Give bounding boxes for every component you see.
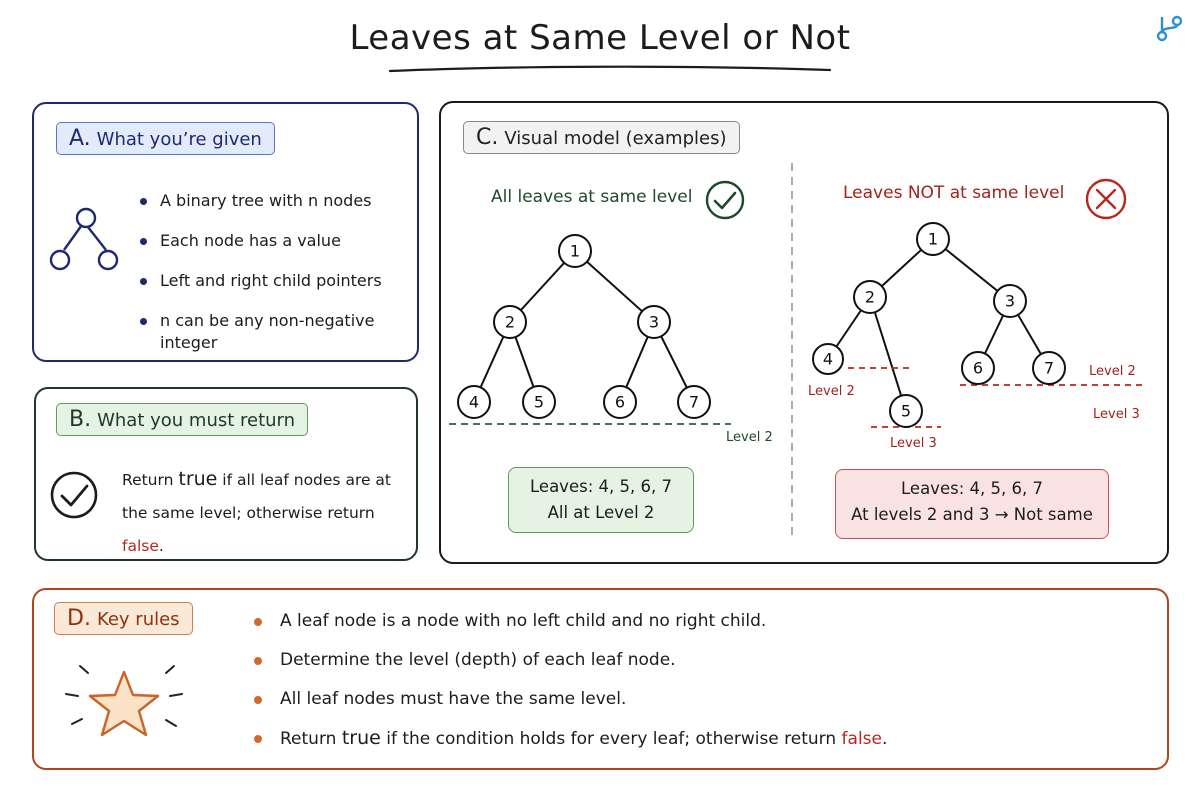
key-rules-list: A leaf node is a node with no left child… bbox=[254, 610, 887, 766]
tree-node: 1 bbox=[916, 222, 950, 256]
panel-d-heading-text: Key rules bbox=[96, 609, 180, 630]
panel-a-heading: A.What you’re given bbox=[56, 122, 275, 155]
svg-text:7: 7 bbox=[689, 393, 699, 412]
return-text-middle: if all leaf nodes are at the same level;… bbox=[122, 471, 392, 522]
panel-d-heading: D.Key rules bbox=[54, 602, 193, 635]
keyword-true: true bbox=[178, 468, 218, 490]
return-text-before: Return bbox=[122, 471, 179, 489]
left-summary-line2: All at Level 2 bbox=[547, 503, 655, 522]
panel-what-you-must-return: B.What you must return Return true if al… bbox=[34, 387, 418, 561]
tree-node: 3 bbox=[993, 284, 1027, 318]
svg-text:3: 3 bbox=[649, 313, 659, 332]
tree-node: 4 bbox=[457, 385, 491, 419]
tree-examples-diagram: 1 2 3 4 5 6 7 Level 2 1 2 3 4 5 6 7 bbox=[449, 222, 1144, 451]
key-rule-item: All leaf nodes must have the same level. bbox=[254, 688, 887, 727]
cross-circle-icon bbox=[1085, 178, 1127, 220]
given-item: n can be any non-negative integer bbox=[140, 310, 417, 352]
key-rule-item: Return true if the condition holds for e… bbox=[254, 727, 887, 766]
svg-text:3: 3 bbox=[1005, 292, 1015, 311]
return-text-after: . bbox=[158, 537, 164, 555]
key-rule-item: Determine the level (depth) of each leaf… bbox=[254, 649, 887, 688]
rule4-text-after: . bbox=[882, 729, 888, 749]
svg-text:2: 2 bbox=[505, 313, 515, 332]
panel-a-letter: A. bbox=[69, 126, 91, 151]
panel-d-letter: D. bbox=[67, 606, 91, 631]
tree-node: 5 bbox=[889, 394, 923, 428]
svg-text:5: 5 bbox=[901, 402, 911, 421]
right-summary-line1: Leaves: 4, 5, 6, 7 bbox=[901, 479, 1043, 498]
panel-what-youre-given: A.What you’re given A binary tree with n… bbox=[32, 102, 419, 362]
panel-b-letter: B. bbox=[69, 407, 92, 432]
branch-logo-icon bbox=[1156, 15, 1183, 42]
rule4-text-middle: if the condition holds for every leaf; o… bbox=[380, 729, 842, 749]
svg-text:4: 4 bbox=[823, 350, 833, 369]
left-summary-box: Leaves: 4, 5, 6, 7 All at Level 2 bbox=[508, 467, 694, 533]
svg-text:7: 7 bbox=[1044, 359, 1054, 378]
panel-visual-model: 1 2 3 4 5 6 7 Level 2 1 2 3 4 5 6 7 bbox=[439, 101, 1169, 564]
right-level3-label-right: Level 3 bbox=[1093, 407, 1140, 422]
given-item: A binary tree with n nodes bbox=[140, 190, 417, 230]
examples-divider bbox=[791, 163, 793, 537]
right-tree-nodes: 1 2 3 4 5 6 7 bbox=[812, 222, 1066, 428]
keyword-false: false bbox=[841, 729, 882, 749]
panel-c-heading: C.Visual model (examples) bbox=[463, 121, 740, 154]
svg-text:4: 4 bbox=[469, 393, 479, 412]
tree-node: 3 bbox=[637, 305, 671, 339]
left-example-heading: All leaves at same level bbox=[491, 187, 693, 207]
panel-b-heading-text: What you must return bbox=[97, 410, 296, 431]
left-summary-line1: Leaves: 4, 5, 6, 7 bbox=[530, 477, 672, 496]
sparkle-star-icon bbox=[65, 665, 183, 737]
title-underline bbox=[388, 65, 832, 73]
tree-node: 7 bbox=[677, 385, 711, 419]
check-circle-icon bbox=[705, 180, 745, 220]
right-summary-line2: At levels 2 and 3 → Not same bbox=[851, 505, 1093, 524]
tree-node: 7 bbox=[1032, 351, 1066, 385]
svg-text:1: 1 bbox=[928, 230, 938, 249]
key-rule-item: A leaf node is a node with no left child… bbox=[254, 610, 887, 649]
tree-node: 1 bbox=[558, 234, 592, 268]
given-item: Each node has a value bbox=[140, 230, 417, 270]
tree-node: 2 bbox=[493, 305, 527, 339]
right-level3-label-left: Level 3 bbox=[890, 436, 937, 451]
given-item: Left and right child pointers bbox=[140, 270, 417, 310]
right-summary-box: Leaves: 4, 5, 6, 7 At levels 2 and 3 → N… bbox=[835, 469, 1109, 539]
panel-c-heading-text: Visual model (examples) bbox=[504, 128, 727, 149]
page-title: Leaves at Same Level or Not bbox=[349, 18, 851, 58]
tree-node: 6 bbox=[603, 385, 637, 419]
svg-text:6: 6 bbox=[973, 359, 983, 378]
keyword-false: false bbox=[122, 537, 159, 555]
binary-tree-icon bbox=[49, 207, 119, 271]
left-tree-nodes: 1 2 3 4 5 6 7 bbox=[457, 234, 711, 419]
left-level-label: Level 2 bbox=[726, 430, 773, 445]
panel-key-rules: D.Key rules A leaf node is a node with n… bbox=[32, 588, 1169, 770]
svg-text:1: 1 bbox=[570, 242, 580, 261]
check-circle-icon bbox=[50, 471, 98, 519]
tree-node: 5 bbox=[522, 385, 556, 419]
right-level2-label-right: Level 2 bbox=[1089, 364, 1136, 379]
given-list: A binary tree with n nodes Each node has… bbox=[140, 190, 417, 352]
panel-b-heading: B.What you must return bbox=[56, 403, 309, 436]
panel-a-heading-text: What you’re given bbox=[96, 129, 262, 150]
svg-text:6: 6 bbox=[615, 393, 625, 412]
panel-c-letter: C. bbox=[476, 125, 499, 150]
rule4-text-before: Return bbox=[280, 729, 342, 749]
tree-node: 2 bbox=[853, 280, 887, 314]
svg-text:5: 5 bbox=[534, 393, 544, 412]
return-description: Return true if all leaf nodes are at the… bbox=[122, 463, 412, 563]
right-example-heading: Leaves NOT at same level bbox=[843, 183, 1065, 203]
right-level2-label-left: Level 2 bbox=[808, 384, 855, 399]
tree-node: 6 bbox=[961, 351, 995, 385]
svg-text:2: 2 bbox=[865, 288, 875, 307]
keyword-true: true bbox=[341, 727, 381, 749]
tree-node: 4 bbox=[812, 343, 844, 375]
